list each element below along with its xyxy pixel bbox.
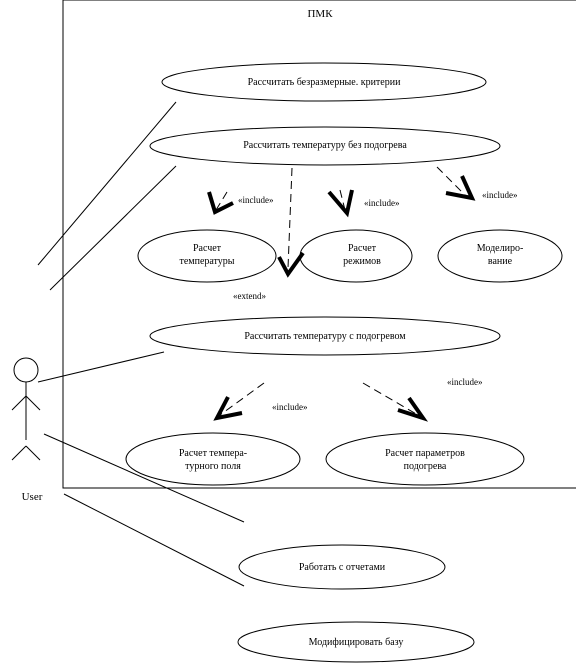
stereotype-label: «extend» [233, 291, 266, 301]
actor-user-icon[interactable] [11, 357, 41, 461]
include-arrow [362, 382, 429, 422]
include-arrow [436, 166, 476, 201]
association-line [49, 165, 177, 291]
association-line [63, 493, 245, 587]
stereotype-label: «include» [238, 195, 274, 205]
use-case-calc-criteria[interactable]: Рассчитать безразмерные. критерии [161, 62, 487, 102]
stereotype-label: «include» [364, 198, 400, 208]
use-case-label: температуры [179, 256, 234, 267]
use-case-field-calc[interactable]: Расчет темпера- турного поля [125, 432, 301, 486]
system-title: ПМК [307, 8, 333, 20]
stereotype-label: «include» [482, 190, 518, 200]
use-case-label: Расчет [193, 243, 222, 254]
use-case-params-calc[interactable]: Расчет параметров подогрева [325, 432, 525, 486]
use-case-modeling[interactable]: Моделиро- вание [437, 229, 563, 283]
include-arrow [327, 189, 354, 218]
use-case-label: Модифицировать базу [309, 637, 404, 648]
include-arrow [207, 191, 234, 215]
association-line [43, 433, 245, 523]
use-case-label: турного поля [185, 461, 241, 472]
use-case-label: вание [488, 256, 513, 267]
use-case-label: режимов [343, 256, 381, 267]
use-case-calc-no-heat[interactable]: Рассчитать температуру без подогрева [149, 126, 501, 166]
use-case-label: Моделиро- [477, 243, 524, 254]
use-case-label: Расчет темпера- [179, 448, 247, 459]
association-line [37, 351, 165, 383]
system-boundary [62, 0, 576, 489]
use-case-label: Рассчитать безразмерные. критерии [248, 77, 402, 88]
actor-label: User [22, 491, 43, 503]
use-case-label: Расчет [348, 243, 377, 254]
stereotype-label: «include» [272, 402, 308, 412]
use-case-modify-db[interactable]: Модифицировать базу [237, 621, 475, 663]
use-case-label: Рассчитать температуру с подогревом [244, 331, 406, 342]
use-case-calc-heat[interactable]: Рассчитать температуру с подогревом [149, 316, 501, 356]
stereotype-label: «include» [447, 377, 483, 387]
extend-arrow [277, 167, 305, 278]
include-arrow [213, 382, 265, 421]
use-case-modes-calc[interactable]: Расчет режимов [299, 229, 413, 283]
use-case-label: Рассчитать температуру без подогрева [243, 140, 407, 151]
use-case-label: подогрева [404, 461, 447, 472]
use-case-label: Расчет параметров [385, 448, 465, 459]
use-case-label: Работать с отчетами [299, 562, 386, 573]
use-case-temp-calc[interactable]: Расчет температуры [137, 229, 277, 283]
association-line [37, 101, 177, 266]
use-case-reports[interactable]: Работать с отчетами [238, 544, 446, 590]
